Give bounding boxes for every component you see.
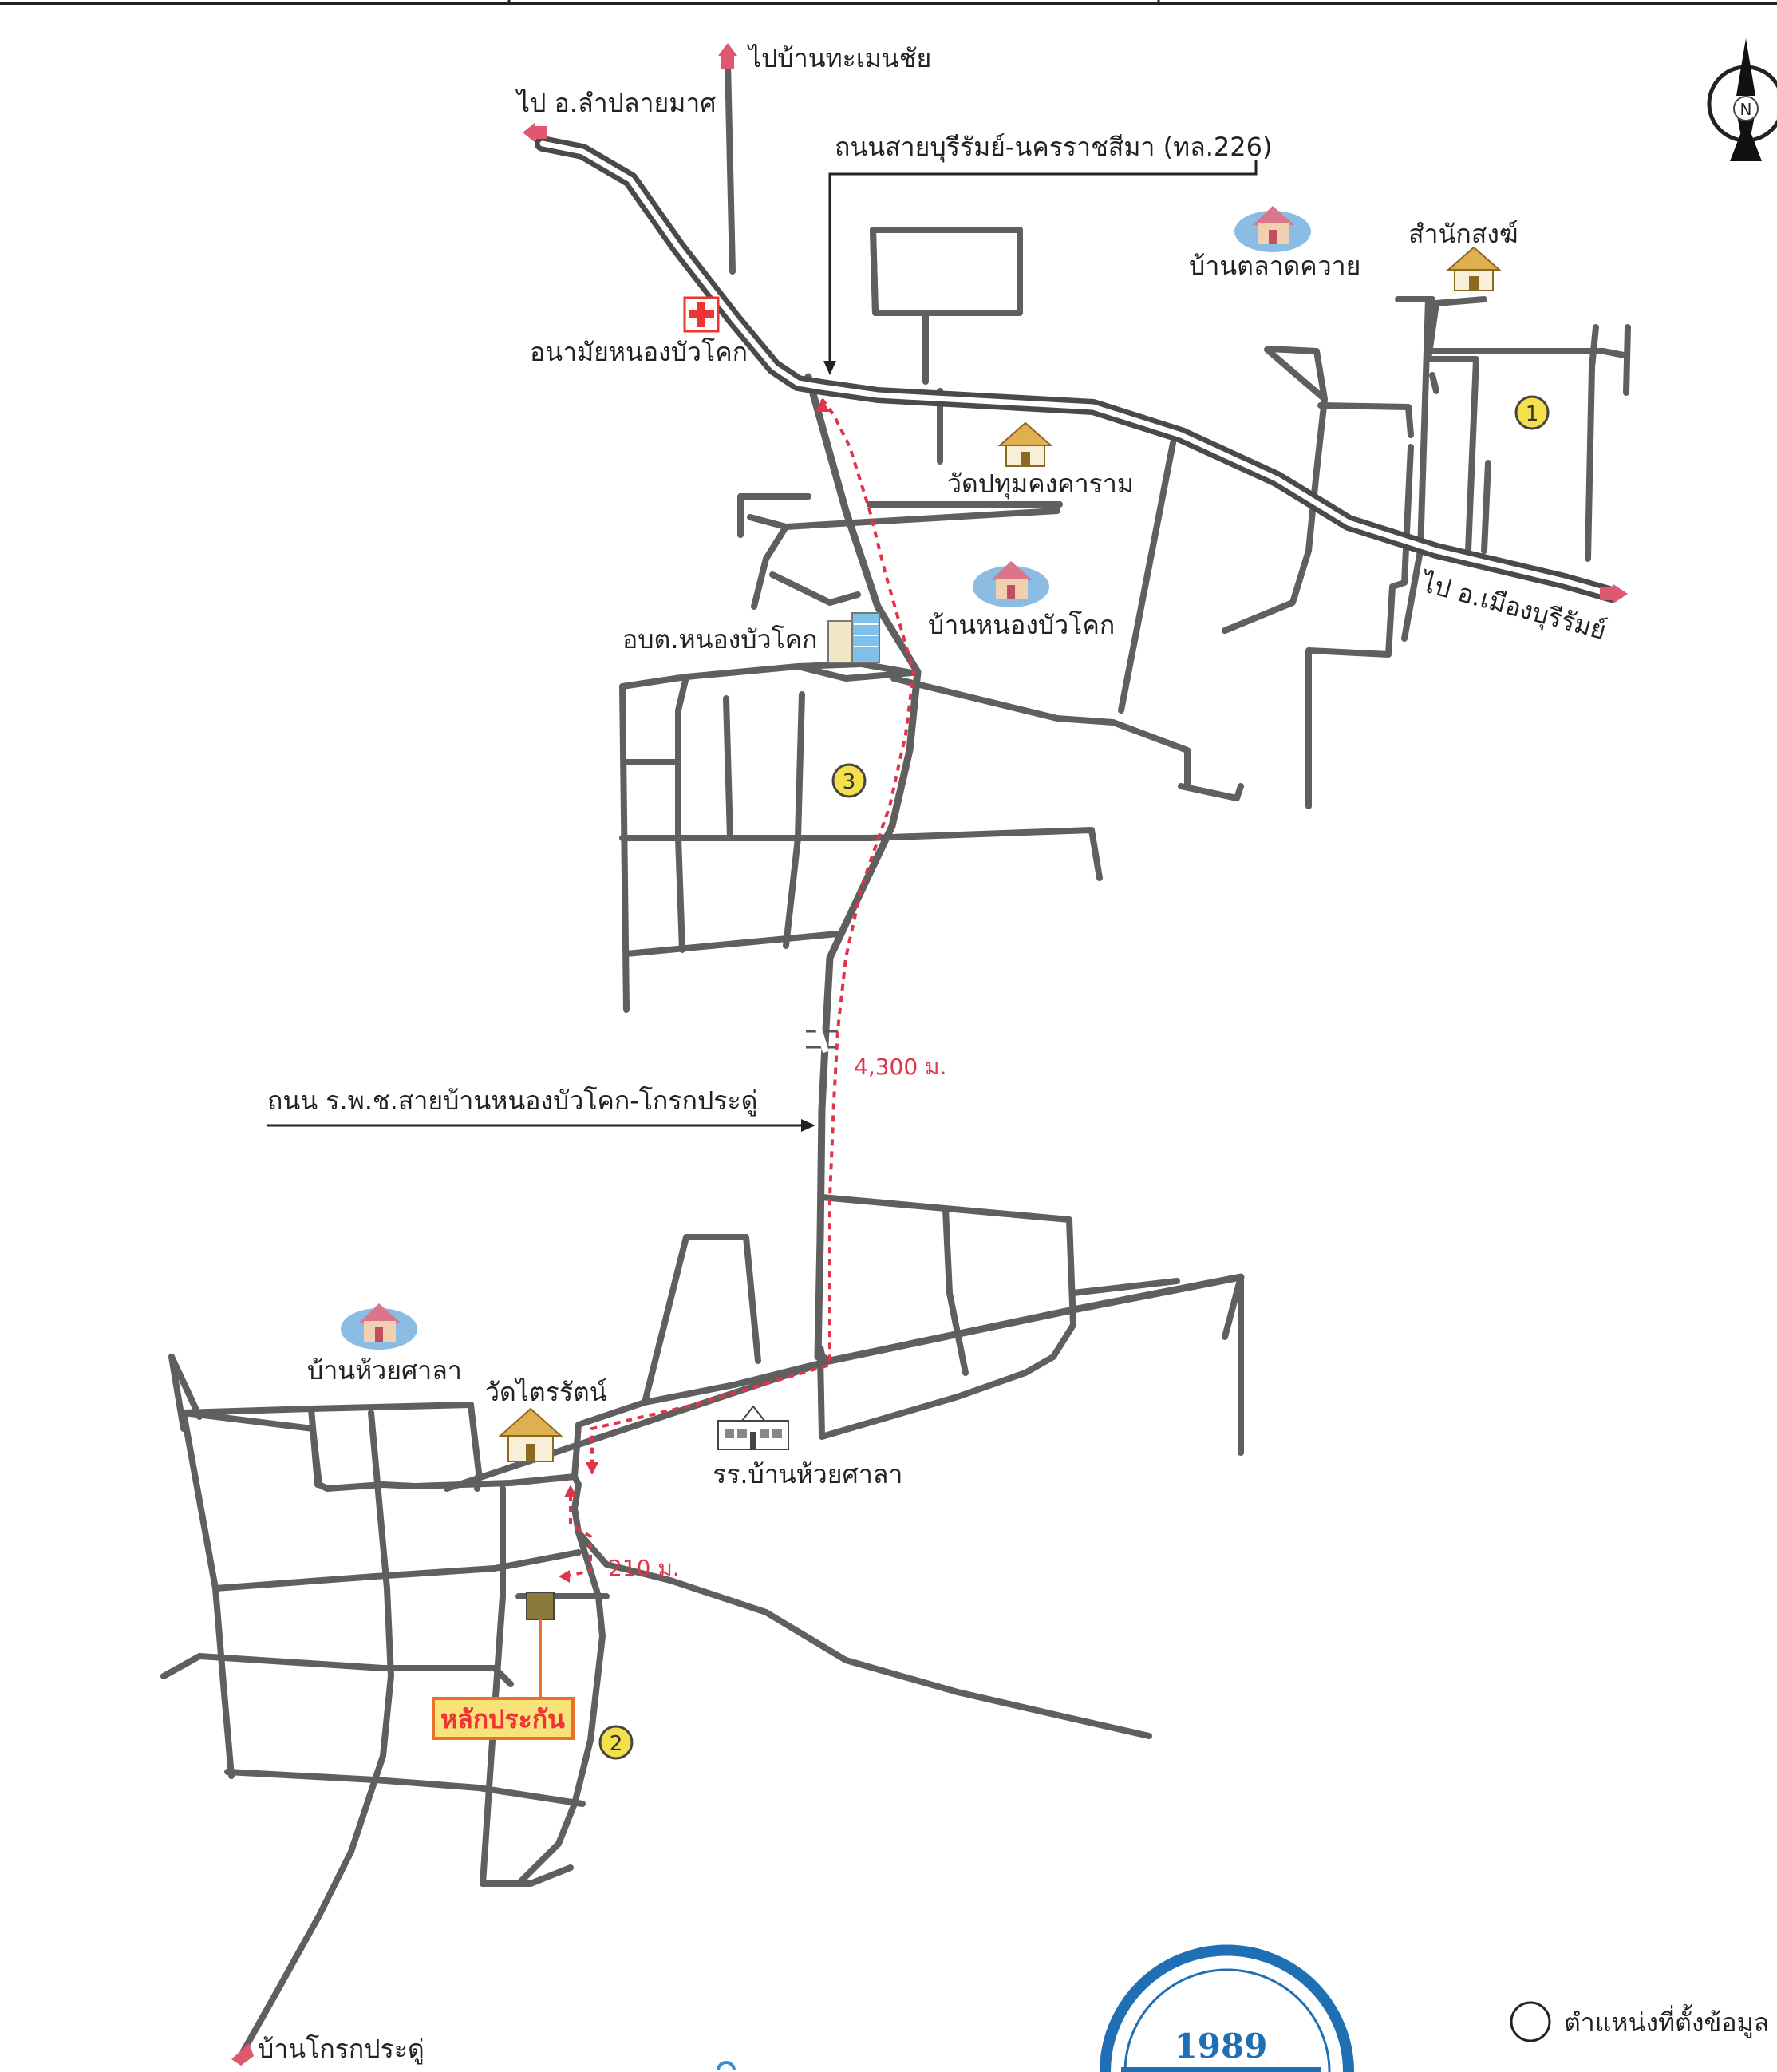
compass-north-label: N bbox=[1740, 100, 1752, 119]
label-ban-krok-pradu: บ้านโกรกประดู่ bbox=[258, 2034, 425, 2065]
svg-text:1: 1 bbox=[1526, 402, 1539, 426]
legend-circle-icon bbox=[1510, 2001, 1551, 2042]
temple-icon bbox=[498, 1407, 563, 1462]
road-to-thamen-chai bbox=[725, 59, 736, 275]
label-ban-nong-bua-khok: บ้านหนองบัวโคก bbox=[928, 610, 1115, 640]
partial-fragment bbox=[717, 2061, 736, 2071]
main-rural-road bbox=[804, 373, 922, 1361]
label-school-huai-sala: รร.บ้านห้วยศาลา bbox=[713, 1459, 902, 1489]
label-ban-talat-khwai: บ้านตลาดควาย bbox=[1189, 251, 1360, 281]
label-rural-road: ถนน ร.พ.ช.สายบ้านหนองบัวโคก-โกรกประดู่ bbox=[267, 1085, 757, 1117]
compass-icon: N bbox=[1707, 38, 1777, 161]
marker-3: 3 bbox=[831, 763, 867, 798]
label-wat-trairat: วัดไตรรัตน์ bbox=[485, 1377, 607, 1407]
school-icon bbox=[717, 1405, 789, 1450]
marker-1: 1 bbox=[1514, 395, 1550, 430]
village-house-icon bbox=[341, 1303, 417, 1350]
village-house-icon bbox=[1234, 206, 1311, 252]
health-station-icon bbox=[683, 296, 720, 333]
label-obt-nong-bua-khok: อบต.หนองบัวโคก bbox=[622, 624, 818, 654]
marker-2: 2 bbox=[598, 1725, 634, 1760]
arrow-left-icon bbox=[523, 123, 547, 142]
collateral-plot bbox=[526, 1592, 555, 1620]
label-highway-226: ถนนสายบุรีรัมย์-นครราชสีมา (ทล.226) bbox=[835, 132, 1272, 163]
route-path bbox=[559, 397, 916, 1583]
label-to-lam-plai-mat: ไป อ.ลำปลายมาศ bbox=[515, 88, 717, 118]
temple-icon bbox=[997, 421, 1053, 467]
highway-226 bbox=[535, 136, 1620, 603]
highway-226-callout: ถนนสายบุรีรัมย์-นครราชสีมา (ทล.226) bbox=[823, 132, 1272, 375]
temple-icon bbox=[1446, 246, 1502, 291]
label-wat-pathum: วัดปทุมคงคาราม bbox=[947, 469, 1134, 500]
company-stamp: 1989 bbox=[1100, 1944, 1354, 2072]
label-health-station: อนามัยหนองบัวโคก bbox=[530, 337, 748, 367]
rural-road-callout: ถนน ร.พ.ช.สายบ้านหนองบัวโคก-โกรกประดู่ bbox=[267, 1085, 815, 1132]
road-break-mark bbox=[806, 1025, 838, 1054]
arrow-down-left-icon bbox=[231, 2043, 254, 2066]
header-border bbox=[0, 0, 1777, 5]
stamp-year: 1989 bbox=[1175, 2027, 1268, 2066]
collateral-label-box bbox=[432, 1697, 575, 1740]
svg-text:3: 3 bbox=[843, 770, 856, 794]
label-samnak-song: สำนักสงฆ์ bbox=[1408, 219, 1518, 249]
northern-block-road bbox=[870, 227, 879, 316]
village-house-icon bbox=[973, 561, 1049, 607]
legend-label: ตำแหน่งที่ตั้งข้อมูล bbox=[1564, 2004, 1769, 2038]
northern-local-roads bbox=[619, 227, 1631, 1013]
office-building-icon bbox=[827, 612, 880, 663]
label-collateral: หลักประกัน bbox=[440, 1704, 565, 1734]
label-distance-4300: 4,300 ม. bbox=[854, 1054, 946, 1080]
legend: ตำแหน่งที่ตั้งข้อมูล bbox=[1510, 2001, 1769, 2042]
label-distance-210: 210 ม. bbox=[608, 1555, 680, 1581]
arrow-right-icon bbox=[1600, 584, 1628, 603]
label-ban-huai-sala: บ้านห้วยศาลา bbox=[307, 1355, 462, 1386]
label-to-thamen-chai: ไปบ้านทะเมนชัย bbox=[746, 43, 931, 73]
svg-text:2: 2 bbox=[610, 1732, 623, 1756]
collateral-site: หลักประกัน bbox=[432, 1592, 575, 1740]
southern-local-roads bbox=[160, 1194, 1245, 2054]
arrow-up-icon bbox=[718, 43, 737, 69]
